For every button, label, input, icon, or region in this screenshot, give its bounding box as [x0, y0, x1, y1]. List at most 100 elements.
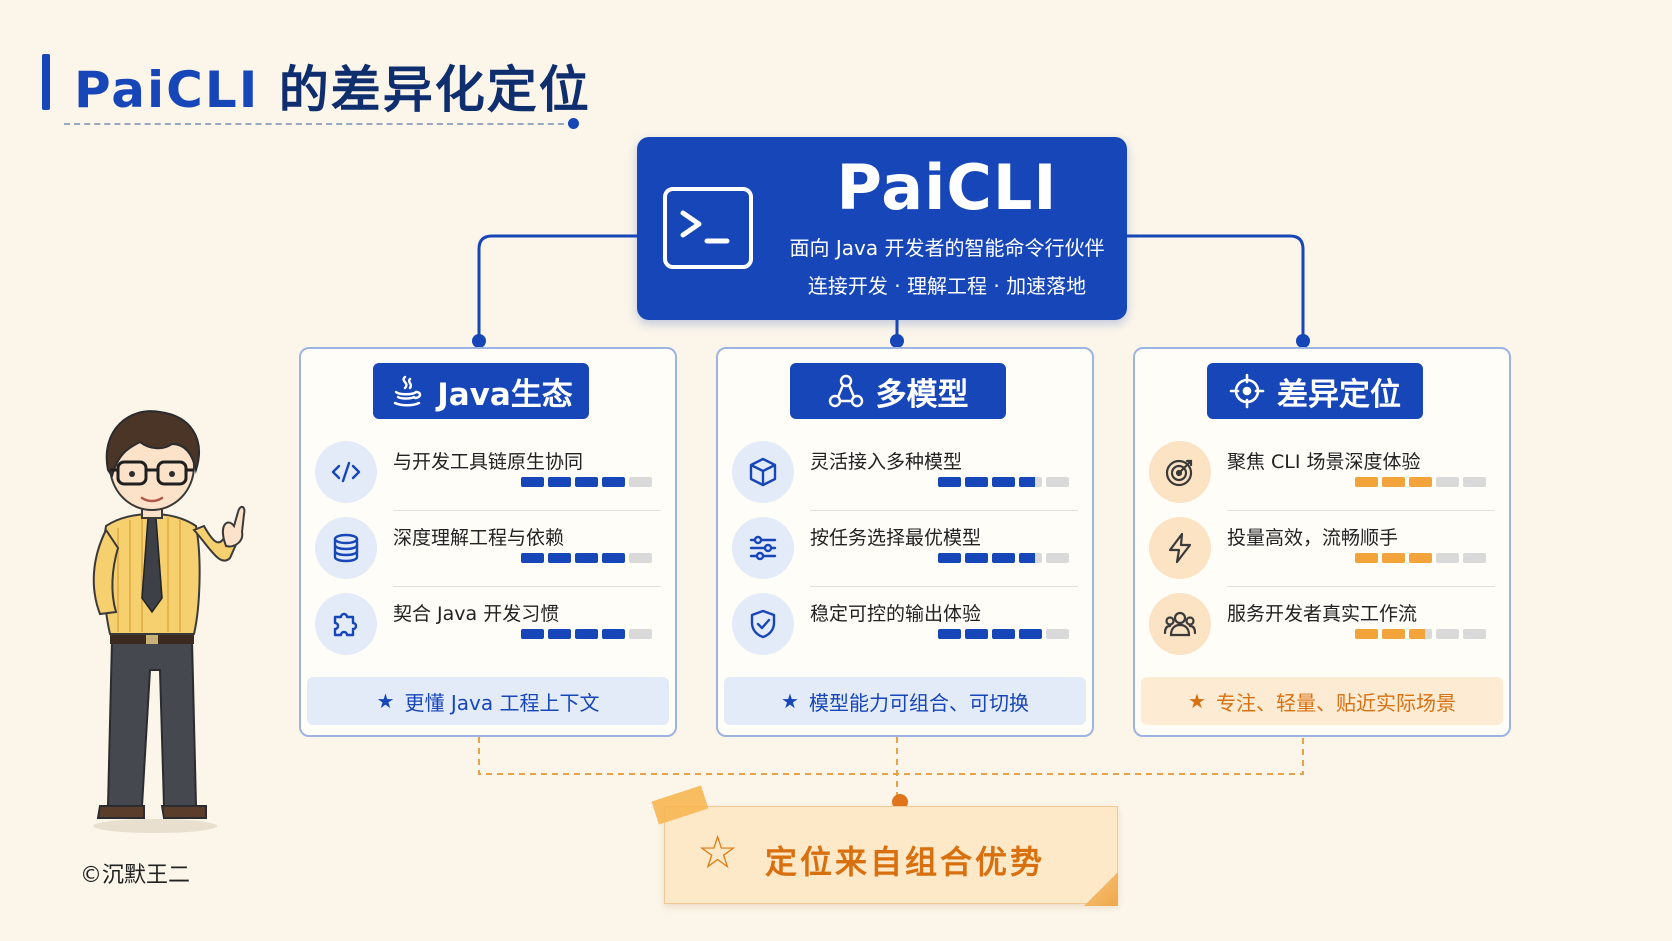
java-coffee-icon	[394, 375, 422, 407]
level-segment	[575, 477, 598, 487]
feature-row: 投量高效，流畅顺手	[1149, 511, 1495, 587]
level-segment	[1355, 553, 1378, 563]
star-icon: ★	[376, 689, 395, 713]
level-segment	[602, 477, 625, 487]
level-meter	[521, 477, 652, 487]
level-segment	[992, 553, 1015, 563]
feature-row: 契合 Java 开发习惯	[315, 587, 661, 663]
card-differentiation: 差异定位 聚焦 CLI 场景深度体验 投量高效，流畅顺手 服务开发者真实工作流 …	[1133, 347, 1511, 737]
level-segment	[1019, 629, 1042, 639]
level-meter	[938, 477, 1069, 487]
feature-label: 契合 Java 开发习惯	[393, 603, 560, 625]
card-footer-text: 专注、轻量、贴近实际场景	[1215, 690, 1456, 715]
level-segment	[1046, 553, 1069, 563]
level-meter	[938, 629, 1069, 639]
level-segment	[548, 477, 571, 487]
row-divider	[810, 586, 1078, 587]
lightning-icon	[1149, 517, 1211, 579]
code-icon	[315, 441, 377, 503]
level-segment	[575, 629, 598, 639]
card-footer: ★ 模型能力可组合、可切换	[724, 677, 1086, 725]
level-segment	[938, 553, 961, 563]
level-segment	[965, 629, 988, 639]
level-segment	[1463, 629, 1486, 639]
feature-row: 服务开发者真实工作流	[1149, 587, 1495, 663]
row-divider	[393, 510, 661, 511]
level-segment	[938, 629, 961, 639]
sliders-icon	[732, 517, 794, 579]
feature-label: 稳定可控的输出体验	[810, 603, 982, 625]
feature-label: 深度理解工程与依赖	[393, 527, 565, 549]
hero-title: PaiCLI	[836, 151, 1058, 224]
card-title: 多模型	[875, 376, 969, 413]
card-footer: ★ 更懂 Java 工程上下文	[307, 677, 669, 725]
level-segment	[1409, 477, 1432, 487]
level-segment	[1463, 477, 1486, 487]
network-nodes-icon	[828, 374, 863, 408]
feature-row: 灵活接入多种模型	[732, 435, 1078, 511]
level-meter	[1355, 477, 1486, 487]
level-meter	[938, 553, 1069, 563]
card-header: 差异定位	[1207, 363, 1423, 419]
hero-tags: 连接开发 · 理解工程 · 加速落地	[807, 274, 1087, 298]
shield-check-icon	[732, 593, 794, 655]
level-segment	[602, 629, 625, 639]
copyright-text: ©沉默王二	[80, 863, 191, 888]
target-icon	[1149, 441, 1211, 503]
level-segment	[602, 553, 625, 563]
page-title: PaiCLI 的差异化定位	[74, 61, 591, 119]
level-segment	[1355, 477, 1378, 487]
level-segment	[1436, 553, 1459, 563]
level-segment	[992, 477, 1015, 487]
row-divider	[1227, 586, 1495, 587]
title-accent-bar	[42, 54, 50, 110]
card-footer-text: 更懂 Java 工程上下文	[404, 690, 600, 715]
level-segment	[629, 477, 652, 487]
card-title: Java生态	[437, 376, 573, 413]
level-segment	[1019, 477, 1042, 487]
card-header: 多模型	[790, 363, 1006, 419]
star-icon: ★	[1188, 689, 1206, 713]
level-segment	[1409, 553, 1432, 563]
card-multi-model: 多模型 灵活接入多种模型 按任务选择最优模型 稳定可控的输出体验 ★ 模型能力可…	[716, 347, 1094, 737]
level-segment	[575, 553, 598, 563]
feature-row: 深度理解工程与依赖	[315, 511, 661, 587]
card-footer: ★ 专注、轻量、贴近实际场景	[1141, 677, 1503, 725]
feature-row: 按任务选择最优模型	[732, 511, 1078, 587]
level-segment	[548, 629, 571, 639]
conclusion-note: ☆ 定位来自组合优势	[664, 806, 1118, 904]
star-icon: ★	[781, 689, 799, 713]
star-outline-icon: ☆	[697, 825, 739, 879]
level-meter	[1355, 629, 1486, 639]
database-icon	[315, 517, 377, 579]
feature-label: 灵活接入多种模型	[810, 451, 963, 473]
conclusion-text: 定位来自组合优势	[765, 843, 1046, 881]
card-footer-text: 模型能力可组合、可切换	[808, 690, 1029, 715]
level-segment	[1436, 629, 1459, 639]
level-segment	[1382, 477, 1405, 487]
level-segment	[1019, 553, 1042, 563]
level-segment	[1382, 553, 1405, 563]
hero-subtitle: 面向 Java 开发者的智能命令行伙伴	[789, 236, 1105, 260]
level-segment	[629, 629, 652, 639]
title-underline	[64, 123, 574, 125]
feature-row: 与开发工具链原生协同	[315, 435, 661, 511]
level-segment	[965, 477, 988, 487]
level-segment	[1436, 477, 1459, 487]
title-underline-dot	[568, 118, 579, 129]
users-icon	[1149, 593, 1211, 655]
level-segment	[992, 629, 1015, 639]
cartoon-developer-illustration	[92, 410, 246, 833]
puzzle-icon	[315, 593, 377, 655]
level-segment	[1382, 629, 1405, 639]
level-segment	[1046, 629, 1069, 639]
level-segment	[1463, 553, 1486, 563]
terminal-icon	[663, 187, 753, 269]
row-divider	[393, 586, 661, 587]
feature-label: 按任务选择最优模型	[810, 527, 982, 549]
card-header: Java生态	[373, 363, 589, 419]
level-meter	[521, 629, 652, 639]
level-meter	[521, 553, 652, 563]
feature-row: 稳定可控的输出体验	[732, 587, 1078, 663]
level-segment	[1355, 629, 1378, 639]
